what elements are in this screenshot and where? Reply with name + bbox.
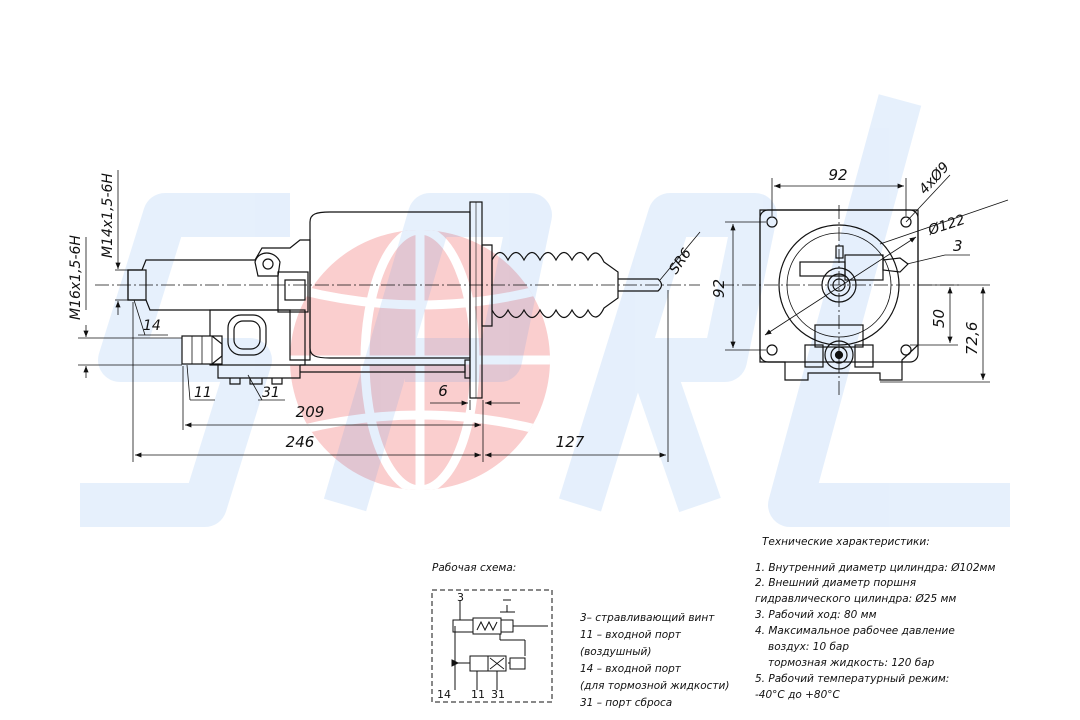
specifications: Технические характеристики: 1. Внутренни… <box>755 536 995 701</box>
legend-line: (для тормозной жидкости) <box>580 680 729 692</box>
watermark <box>80 94 1010 527</box>
schema-label-14: 14 <box>437 688 451 701</box>
schema-label-3: 3 <box>457 591 464 604</box>
port-label-3: 3 <box>953 237 963 255</box>
spec-line: 4. Максимальное рабочее давление <box>755 625 955 637</box>
port-label-14: 14 <box>143 318 161 334</box>
spec-line: 1. Внутренний диаметр цилиндра: Ø102мм <box>755 562 995 574</box>
specs-title: Технические характеристики: <box>762 536 930 548</box>
spec-line: гидравлического цилиндра: Ø25 мм <box>755 593 956 605</box>
thread-label-m14: M14x1,5-6H <box>100 173 116 258</box>
side-view-dimensions <box>78 170 701 462</box>
port-label-11: 11 <box>194 385 212 401</box>
working-schema: Рабочая схема: <box>431 562 729 709</box>
front-view-dimensions <box>720 174 1009 395</box>
port-label-31: 31 <box>262 385 280 401</box>
schema-title: Рабочая схема: <box>432 562 516 574</box>
spec-line: воздух: 10 бар <box>768 641 849 653</box>
dim-72-6: 72,6 <box>963 322 981 355</box>
legend-line: (воздушный) <box>580 646 651 658</box>
thread-label-m16: M16x1,5-6H <box>68 235 84 320</box>
schema-legend: 3– стравливающий винт 11 – входной порт … <box>580 612 729 709</box>
spec-line: 5. Рабочий температурный режим: <box>755 673 949 685</box>
dim-6: 6 <box>438 382 448 400</box>
dim-127: 127 <box>556 433 585 451</box>
spec-line: 2. Внешний диаметр поршня <box>755 577 916 589</box>
spec-line: -40°С до +80°С <box>755 689 840 701</box>
spec-line: тормозная жидкость: 120 бар <box>768 657 935 669</box>
legend-line: 14 – входной порт <box>580 663 682 675</box>
sprl-watermark-logo <box>80 94 1010 527</box>
dim-50: 50 <box>930 309 948 328</box>
side-view <box>95 201 700 399</box>
legend-line: 3– стравливающий винт <box>580 612 715 624</box>
spec-line: 3. Рабочий ход: 80 мм <box>755 609 877 621</box>
dim-dia-122: Ø122 <box>925 212 967 239</box>
dim-left-92: 92 <box>710 279 728 298</box>
dim-top-92: 92 <box>828 166 847 184</box>
legend-line: 31 – порт сброса <box>580 697 672 709</box>
dim-246: 246 <box>286 433 315 451</box>
schema-label-11: 11 <box>471 688 485 701</box>
dim-209: 209 <box>296 403 325 421</box>
legend-line: 11 – входной порт <box>580 629 682 641</box>
schema-label-31: 31 <box>491 688 505 701</box>
